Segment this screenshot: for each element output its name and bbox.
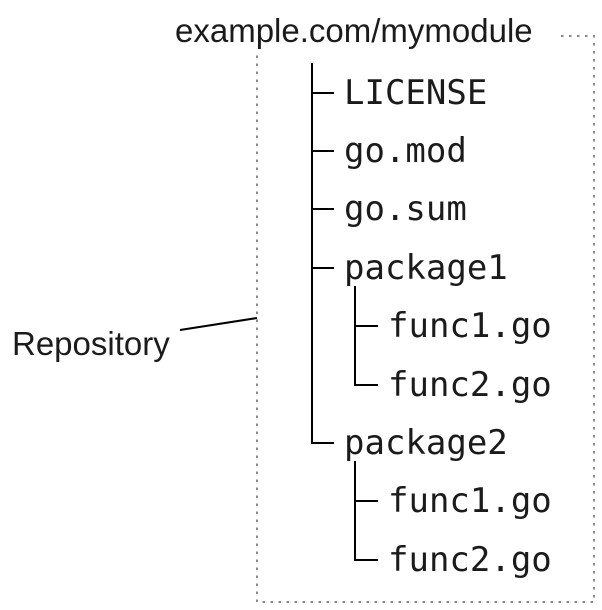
tree-item-package2-func2-go: func2.go (388, 540, 552, 580)
repository-connector-line (179, 317, 258, 331)
tree-item-license: LICENSE (344, 73, 488, 113)
tree-item-package2-func1-go: func1.go (388, 481, 552, 521)
tree-trunk-line (311, 63, 334, 444)
tree-item-package1-func1-go: func1.go (388, 306, 552, 346)
tree-item-package1: package1 (344, 248, 508, 288)
tree-item-package2: package2 (344, 423, 508, 463)
tree-item-go-mod: go.mod (344, 131, 467, 171)
tree-item-package1-func2-go: func2.go (388, 365, 552, 405)
module-title: example.com/mymodule (170, 11, 556, 51)
repository-label: Repository (12, 325, 170, 362)
tree-item-go-sum: go.sum (344, 189, 467, 229)
package1-subtree-trunk-line (354, 286, 378, 386)
package2-subtree-trunk-line (354, 461, 378, 561)
